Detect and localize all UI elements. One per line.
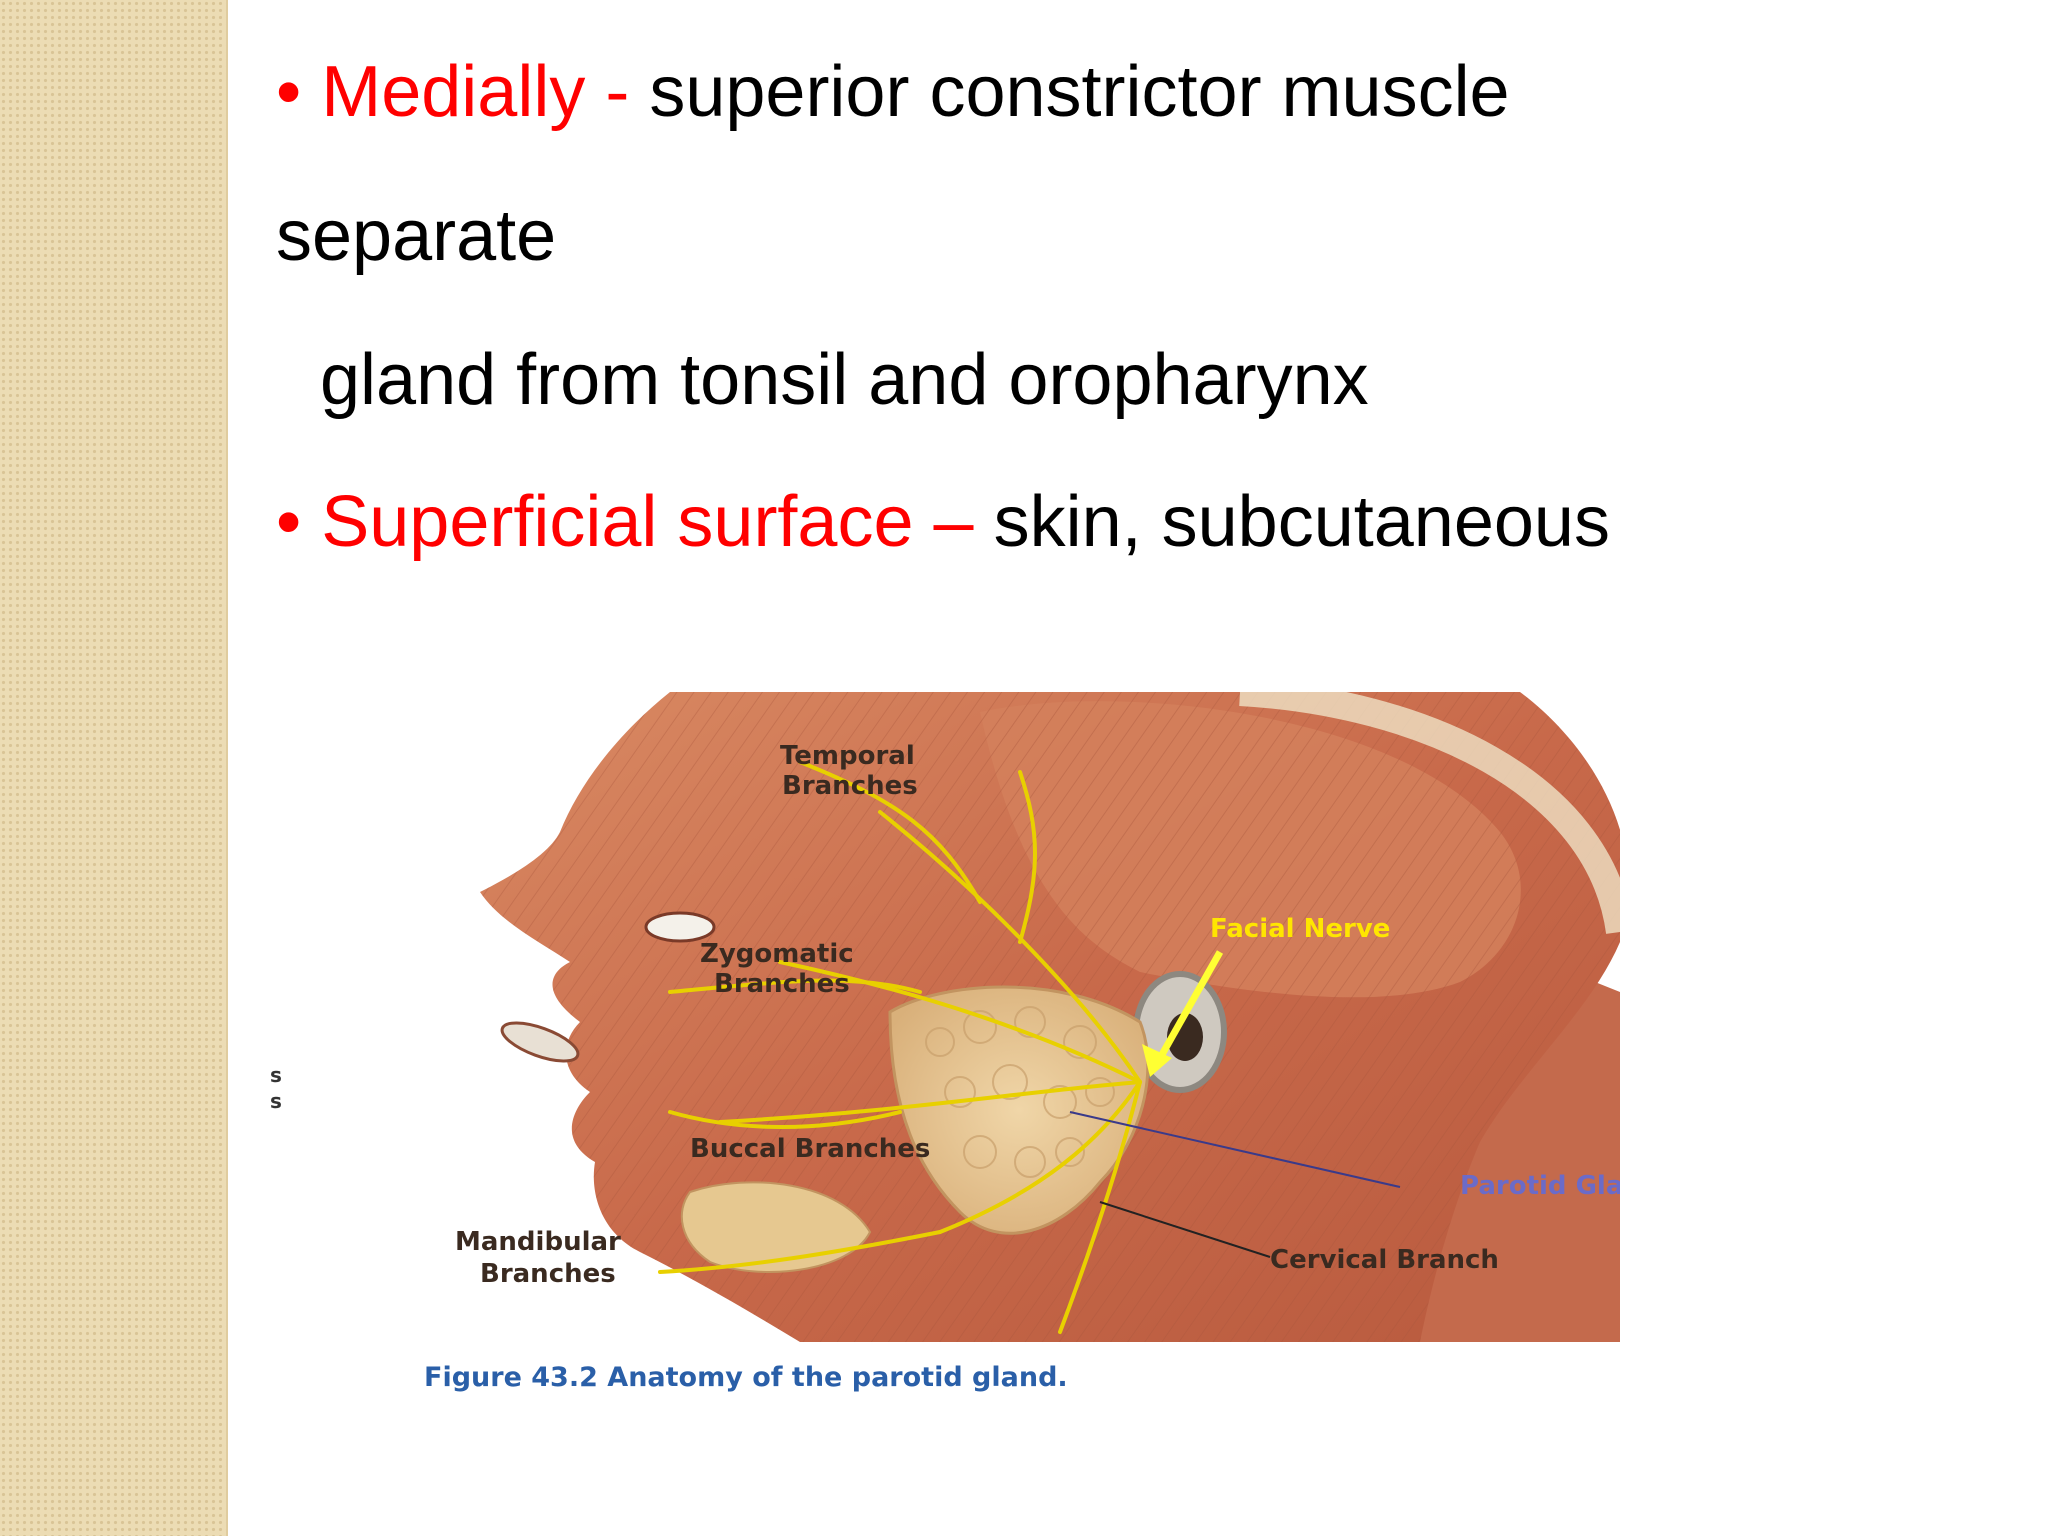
label-zygomatic-2: Branches (714, 969, 850, 999)
text-separate: separate (276, 196, 557, 276)
label-cervical: Cervical Branch (1270, 1245, 1499, 1275)
bullet-symbol: • (276, 482, 302, 562)
label-zygomatic-1: Zygomatic (700, 939, 854, 969)
eye (644, 911, 716, 943)
bullet-superficial-surface: • Superficial surface – skin, subcutaneo… (276, 486, 1610, 558)
parotid-gland (888, 985, 1150, 1235)
label-facial-nerve: Facial Nerve (1210, 914, 1390, 944)
label-parotid: Parotid Gland (1460, 1171, 1620, 1201)
label-temporal-1: Temporal (780, 741, 915, 771)
term-medially: Medially - (321, 52, 630, 132)
bullet-symbol: • (276, 52, 302, 132)
text-superficial-surface: skin, subcutaneous (993, 482, 1610, 562)
bullet-medially: • Medially - superior constrictor muscle (276, 56, 1510, 128)
label-temporal-2: Branches (782, 771, 918, 801)
text-medially: superior constrictor muscle (649, 52, 1510, 132)
facial-nerve-branches (658, 760, 1142, 1334)
head-illustration: Temporal Branches Zygomatic Branches Fac… (455, 692, 1620, 1342)
label-mandibular-2: Branches (480, 1259, 616, 1289)
parotid-anatomy-figure: Temporal Branches Zygomatic Branches Fac… (420, 692, 1620, 1342)
decorative-side-strip (0, 0, 228, 1536)
label-mandibular-1: Mandibular (455, 1227, 621, 1257)
text-gland-from-tonsil: gland from tonsil and oropharynx (320, 340, 1369, 420)
figure-caption: Figure 43.2 Anatomy of the parotid gland… (424, 1362, 1068, 1393)
term-superficial-surface: Superficial surface – (321, 482, 974, 562)
label-buccal: Buccal Branches (690, 1134, 930, 1164)
